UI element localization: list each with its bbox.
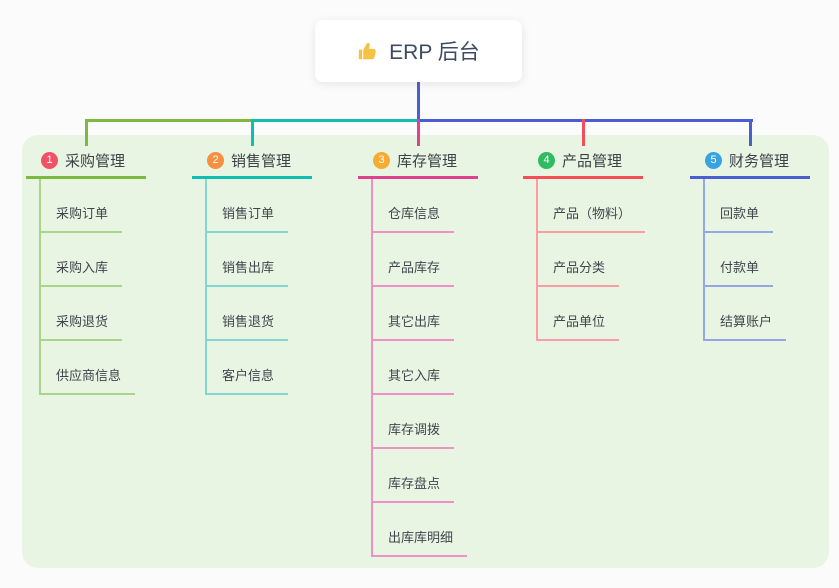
connector-drop-line bbox=[417, 119, 420, 146]
connector-drop-line bbox=[582, 119, 585, 146]
connector-drop-line bbox=[749, 119, 752, 146]
branch-title-4[interactable]: 4 产品管理 bbox=[523, 145, 643, 179]
leaf-node[interactable]: 付款单 bbox=[703, 233, 774, 287]
root-node-erp[interactable]: ERP 后台 bbox=[315, 20, 522, 82]
branch-title-3[interactable]: 3 库存管理 bbox=[358, 145, 478, 179]
leaf-node[interactable]: 其它入库 bbox=[371, 341, 455, 395]
branch-subtree-2: 销售订单销售出库销售退货客户信息 bbox=[205, 179, 289, 395]
branch-title-5[interactable]: 5 财务管理 bbox=[690, 145, 810, 179]
connector-horizontal-segment bbox=[418, 119, 753, 122]
leaf-node[interactable]: 销售订单 bbox=[205, 179, 289, 233]
branch-title-label: 采购管理 bbox=[65, 153, 126, 170]
leaf-node[interactable]: 仓库信息 bbox=[371, 179, 455, 233]
branch-subtree-4: 产品（物料）产品分类产品单位 bbox=[536, 179, 646, 341]
branch-subtree-3: 仓库信息产品库存其它出库其它入库库存调拨库存盘点出库库明细 bbox=[371, 179, 468, 557]
branches-panel bbox=[22, 135, 829, 568]
leaf-node[interactable]: 供应商信息 bbox=[39, 341, 136, 395]
connector-horizontal-segment bbox=[86, 119, 252, 122]
connector-horizontal-segment bbox=[252, 119, 418, 122]
branch-number-badge: 3 bbox=[373, 152, 390, 169]
thumbs-up-icon bbox=[357, 40, 379, 62]
subtree-vertical-line bbox=[536, 179, 538, 341]
leaf-node[interactable]: 库存调拨 bbox=[371, 395, 455, 449]
root-connector-stem bbox=[417, 82, 420, 120]
branch-number-badge: 1 bbox=[41, 152, 58, 169]
branch-title-label: 财务管理 bbox=[729, 153, 790, 170]
branch-number-badge: 4 bbox=[538, 152, 555, 169]
branch-number-badge: 2 bbox=[207, 152, 224, 169]
branch-subtree-5: 回款单付款单结算账户 bbox=[703, 179, 787, 341]
leaf-node[interactable]: 结算账户 bbox=[703, 287, 787, 341]
branch-subtree-1: 采购订单采购入库采购退货供应商信息 bbox=[39, 179, 136, 395]
leaf-node[interactable]: 回款单 bbox=[703, 179, 774, 233]
leaf-node[interactable]: 采购入库 bbox=[39, 233, 123, 287]
leaf-node[interactable]: 销售出库 bbox=[205, 233, 289, 287]
branch-title-label: 库存管理 bbox=[397, 153, 458, 170]
leaf-node[interactable]: 采购退货 bbox=[39, 287, 123, 341]
leaf-node[interactable]: 库存盘点 bbox=[371, 449, 455, 503]
leaf-node[interactable]: 产品单位 bbox=[536, 287, 620, 341]
leaf-node[interactable]: 客户信息 bbox=[205, 341, 289, 395]
branch-title-label: 产品管理 bbox=[562, 153, 623, 170]
branch-title-label: 销售管理 bbox=[231, 153, 292, 170]
subtree-vertical-line bbox=[205, 179, 207, 395]
subtree-vertical-line bbox=[39, 179, 41, 395]
leaf-node[interactable]: 产品（物料） bbox=[536, 179, 646, 233]
leaf-node[interactable]: 出库库明细 bbox=[371, 503, 468, 557]
subtree-vertical-line bbox=[703, 179, 705, 341]
subtree-vertical-line bbox=[371, 179, 373, 557]
root-node-label: ERP 后台 bbox=[389, 41, 480, 64]
leaf-node[interactable]: 产品库存 bbox=[371, 233, 455, 287]
leaf-node[interactable]: 销售退货 bbox=[205, 287, 289, 341]
branch-title-2[interactable]: 2 销售管理 bbox=[192, 145, 312, 179]
connector-drop-line bbox=[251, 119, 254, 146]
connector-drop-line bbox=[85, 119, 88, 146]
branch-title-1[interactable]: 1 采购管理 bbox=[26, 145, 146, 179]
branch-number-badge: 5 bbox=[705, 152, 722, 169]
leaf-node[interactable]: 产品分类 bbox=[536, 233, 620, 287]
leaf-node[interactable]: 其它出库 bbox=[371, 287, 455, 341]
leaf-node[interactable]: 采购订单 bbox=[39, 179, 123, 233]
